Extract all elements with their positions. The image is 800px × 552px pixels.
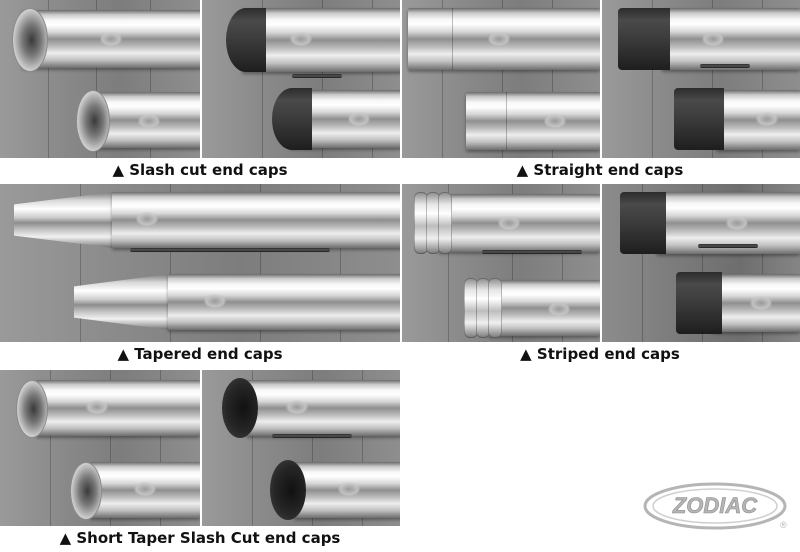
short-taper-opening	[70, 462, 102, 520]
brand-registered-mark: ®	[780, 520, 787, 530]
black-slash-cap	[222, 378, 258, 438]
chrome-pipe	[408, 8, 600, 70]
stripe-ring	[476, 278, 490, 338]
caption-straight: ▲ Straight end caps	[516, 161, 684, 179]
chrome-pipe	[438, 194, 600, 252]
chrome-pipe	[36, 380, 200, 436]
chrome-pipe	[168, 274, 400, 330]
chrome-pipe	[294, 462, 400, 518]
chrome-pipe	[712, 274, 800, 332]
caption-striped: ▲ Striped end caps	[520, 345, 680, 363]
slash-cut-photo-right	[202, 0, 400, 158]
black-end-cap	[226, 8, 266, 72]
slash-cut-photo-left	[0, 0, 200, 158]
striped-photo-left	[402, 184, 600, 342]
short-taper-photo-right	[202, 370, 400, 526]
short-taper-opening	[16, 380, 48, 438]
black-end-cap	[618, 8, 670, 70]
black-slash-cap	[270, 460, 306, 520]
zodiac-logo: ZODIAC ®	[640, 478, 790, 534]
caption-short-taper: ▲ Short Taper Slash Cut end caps	[59, 529, 341, 547]
stripe-ring	[426, 192, 440, 254]
chrome-pipe	[246, 380, 400, 436]
slash-cut-opening	[12, 8, 48, 72]
chrome-pipe	[466, 92, 600, 150]
chrome-pipe	[22, 10, 200, 68]
striped-photo-right	[602, 184, 800, 342]
chrome-pipe	[112, 192, 400, 248]
stripe-ring	[464, 278, 478, 338]
chrome-pipe	[656, 192, 800, 254]
stripe-ring	[438, 192, 452, 254]
chrome-pipe	[662, 8, 800, 70]
black-striped-cap	[620, 192, 666, 254]
stripe-ring	[414, 192, 428, 254]
straight-photo-left	[402, 0, 600, 158]
tapered-end	[14, 192, 114, 248]
caption-tapered: ▲ Tapered end caps	[117, 345, 283, 363]
black-end-cap	[674, 88, 724, 150]
black-striped-cap	[676, 272, 722, 334]
chrome-pipe	[488, 280, 600, 336]
brand-name: ZODIAC	[672, 493, 758, 518]
black-end-cap	[272, 88, 312, 150]
tapered-photo	[0, 184, 400, 342]
caption-slash-cut: ▲ Slash cut end caps	[112, 161, 288, 179]
slash-cut-opening	[76, 90, 110, 152]
stripe-ring	[488, 278, 502, 338]
chrome-pipe	[90, 462, 200, 518]
tapered-end	[74, 274, 170, 330]
short-taper-photo-left	[0, 370, 200, 526]
chrome-pipe	[716, 90, 800, 150]
chrome-pipe	[242, 8, 400, 72]
straight-photo-right	[602, 0, 800, 158]
